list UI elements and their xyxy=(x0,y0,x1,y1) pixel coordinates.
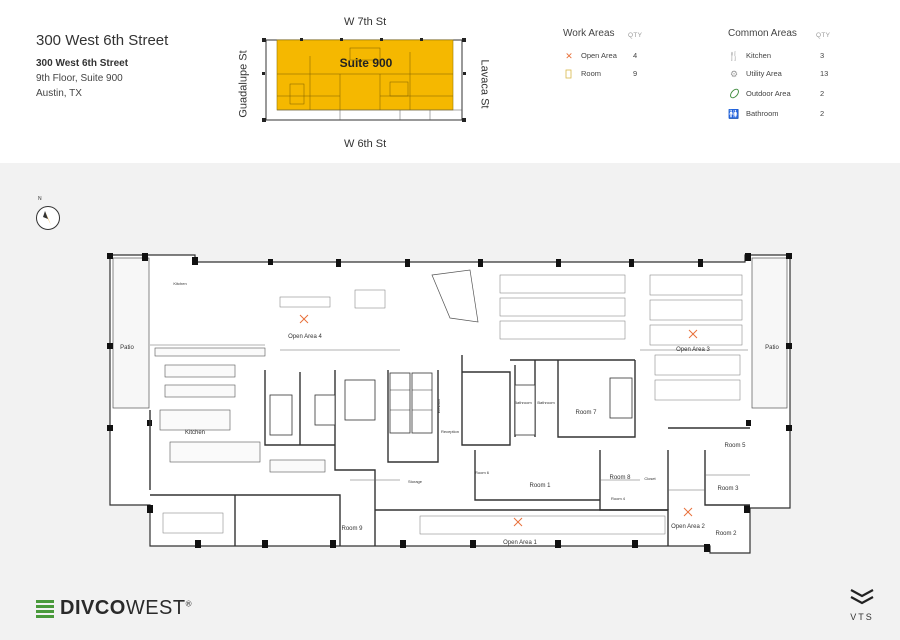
brand-name-light: WEST xyxy=(125,597,186,619)
building-title: 300 West 6th Street xyxy=(36,32,169,49)
brand-name-bold: DIVCO xyxy=(60,597,126,619)
legend-common-heading: Common Areas xyxy=(728,28,797,39)
vts-logo: VTS xyxy=(842,586,882,626)
compass-icon xyxy=(36,206,60,230)
utility-icon: ⚙ xyxy=(729,69,739,79)
street-north: W 7th St xyxy=(344,16,387,28)
kitchen-icon: 🍴 xyxy=(728,51,740,61)
open-area-icon: ✕ xyxy=(565,51,573,61)
legend-item-open-area: ✕ Open Area 4 xyxy=(563,50,703,64)
address-line-1: 300 West 6th Street xyxy=(36,58,129,69)
vts-label: VTS xyxy=(850,612,874,622)
legend-item-utility: ⚙ Utility Area 13 xyxy=(729,69,829,79)
legend-work-heading: Work Areas xyxy=(563,28,615,39)
header: 300 West 6th Street 300 West 6th Street … xyxy=(0,0,900,163)
suite-label: Suite 900 xyxy=(340,56,393,70)
legend-work-qty-header: QTY xyxy=(628,32,643,39)
room-icon xyxy=(563,68,575,80)
legend-item-room: Room 9 xyxy=(563,68,703,82)
street-south: W 6th St xyxy=(344,138,387,150)
address-line-3: Austin, TX xyxy=(36,88,82,99)
floorplan-panel xyxy=(0,163,900,640)
bathroom-icon: 🚻 xyxy=(728,109,740,119)
suite-highlight xyxy=(276,39,454,111)
legend-item-outdoor: Outdoor Area 2 xyxy=(728,88,868,102)
legend-item-bathroom: 🚻 Bathroom 2 xyxy=(728,109,825,119)
divcowest-logo-icon xyxy=(36,600,54,618)
key-map: W 7th St W 6th St Guadalupe St Lavaca St xyxy=(238,12,496,157)
compass-north-label: N xyxy=(38,196,42,202)
outdoor-icon xyxy=(728,88,740,100)
brand-reg: ® xyxy=(185,599,193,609)
legend-common-qty-header: QTY xyxy=(816,32,831,39)
vts-logo-icon xyxy=(850,589,874,605)
legend-item-kitchen: 🍴 Kitchen 3 xyxy=(728,51,825,61)
key-map-drawing: Suite 900 xyxy=(262,38,466,122)
address-line-2: 9th Floor, Suite 900 xyxy=(36,73,123,84)
